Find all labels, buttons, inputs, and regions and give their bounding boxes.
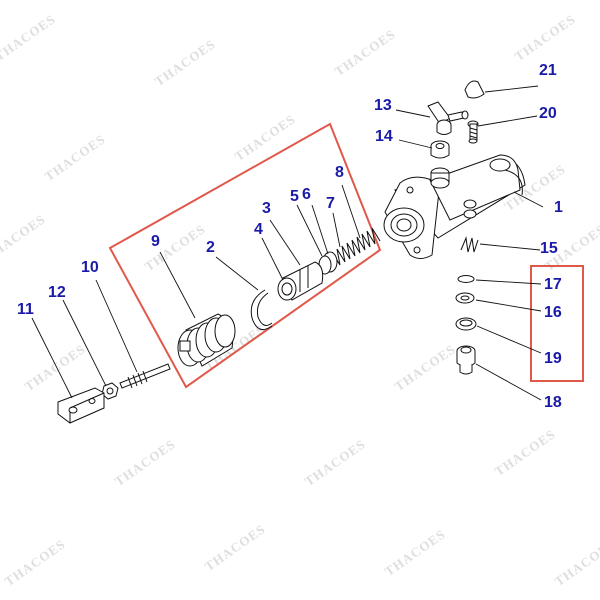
- label-part-4: 4: [254, 221, 263, 238]
- snap-ring: [250, 289, 273, 331]
- label-part-16: 16: [544, 304, 562, 321]
- snap-ring-small: [457, 275, 475, 283]
- label-part-10: 10: [81, 259, 99, 276]
- master-cylinder-body: [383, 154, 526, 259]
- seal-ring: [455, 317, 477, 331]
- label-part-20: 20: [539, 105, 557, 122]
- label-part-3: 3: [262, 200, 271, 217]
- washer: [455, 292, 475, 304]
- clevis: [57, 387, 105, 424]
- bleeder-screw: [467, 120, 479, 144]
- label-part-12: 12: [48, 284, 66, 301]
- push-rod: [119, 363, 171, 389]
- small-spring: [460, 236, 479, 253]
- plug: [456, 345, 476, 375]
- banjo-fitting: [427, 101, 469, 135]
- label-part-21: 21: [539, 62, 557, 79]
- highlight-box-seal-group: [530, 265, 584, 382]
- leader-lines: [31, 85, 544, 401]
- label-part-6: 6: [302, 186, 311, 203]
- label-part-13: 13: [374, 97, 392, 114]
- label-part-18: 18: [544, 394, 562, 411]
- label-part-5: 5: [290, 188, 299, 205]
- return-spring: [331, 227, 381, 269]
- label-part-19: 19: [544, 350, 562, 367]
- label-part-14: 14: [375, 128, 393, 145]
- nut: [430, 140, 450, 159]
- bleeder-cap: [464, 80, 485, 99]
- label-part-11: 11: [17, 301, 34, 318]
- label-part-1: 1: [554, 199, 563, 216]
- label-part-2: 2: [206, 239, 215, 256]
- lock-nut: [101, 382, 119, 400]
- dust-boot: [177, 313, 236, 367]
- piston: [277, 261, 324, 301]
- highlight-box-piston-group: [108, 122, 382, 389]
- label-part-17: 17: [544, 276, 562, 293]
- label-part-15: 15: [540, 240, 558, 257]
- label-part-7: 7: [326, 195, 335, 212]
- label-part-9: 9: [151, 233, 160, 250]
- label-part-8: 8: [335, 164, 344, 181]
